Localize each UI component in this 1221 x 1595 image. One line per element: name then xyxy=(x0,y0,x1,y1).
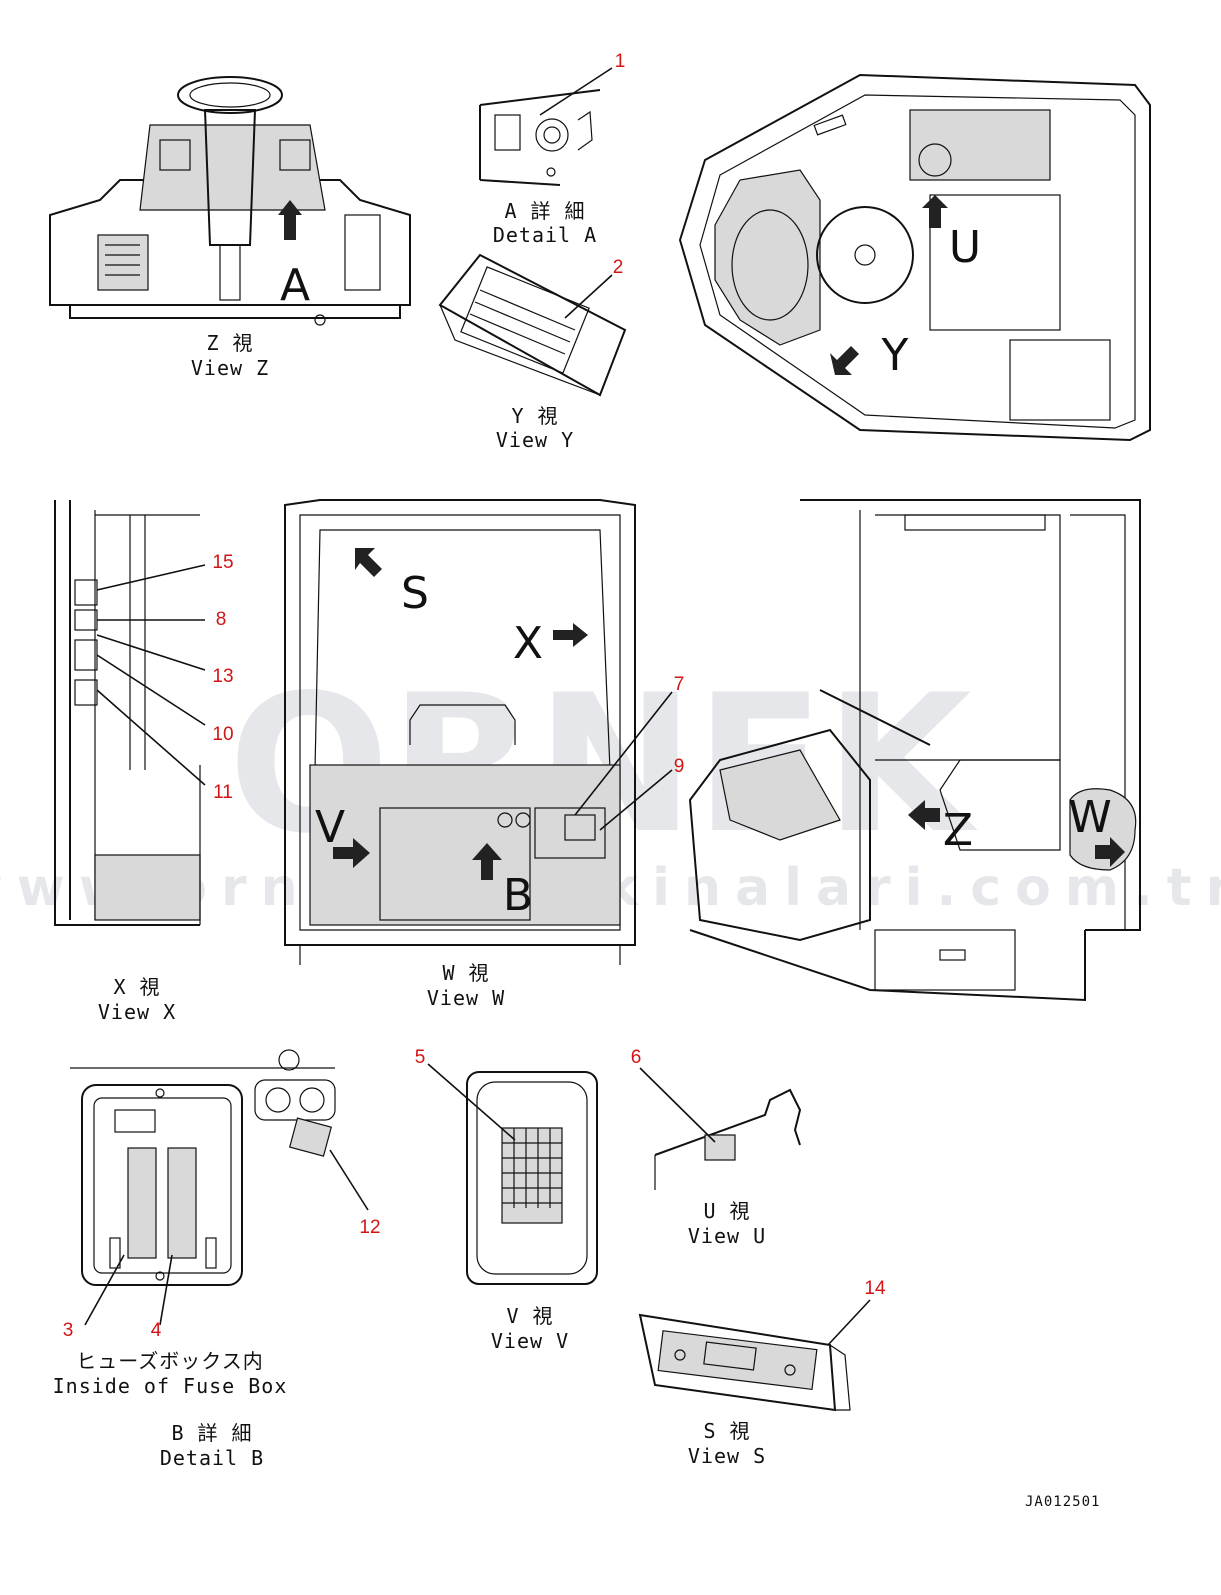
callout-7: 7 xyxy=(674,674,685,695)
callout-14: 14 xyxy=(864,1278,886,1299)
view-u-caption-en: View U xyxy=(688,1224,766,1248)
callout-11: 11 xyxy=(213,782,233,803)
view-s-caption-en: View S xyxy=(688,1444,766,1468)
view-y-caption-en: View Y xyxy=(496,428,574,452)
marker-v: V xyxy=(315,802,345,853)
cab-top-view-drawing xyxy=(678,73,1151,442)
detail-b-caption-en: Detail B xyxy=(160,1446,264,1470)
detail-b-caption-ja: B 詳 細 xyxy=(171,1421,252,1445)
callout-5: 5 xyxy=(415,1047,426,1068)
marker-y: Y xyxy=(881,330,909,381)
marker-w: W xyxy=(1068,792,1112,843)
cab-side-view-drawing xyxy=(688,499,1141,1002)
marker-z: Z xyxy=(943,805,973,856)
view-w-caption-en: View W xyxy=(427,986,505,1010)
view-z-caption-ja: Z 視 xyxy=(206,331,253,355)
callout-13: 13 xyxy=(212,666,233,687)
detail-a-drawing xyxy=(479,67,613,186)
marker-a: A xyxy=(280,260,310,311)
view-u-caption-ja: U 視 xyxy=(703,1199,750,1223)
view-x-caption-ja: X 視 xyxy=(113,975,160,999)
view-y-drawing xyxy=(438,253,627,397)
view-w-caption-ja: W 視 xyxy=(442,961,489,985)
drawing-code: JA012501 xyxy=(1025,1494,1100,1510)
marker-x: X xyxy=(513,618,543,669)
view-x-drawing xyxy=(54,500,206,926)
view-w-drawing xyxy=(284,499,673,965)
callout-3: 3 xyxy=(63,1320,74,1341)
view-s-caption-ja: S 視 xyxy=(703,1419,750,1443)
view-z-caption-en: View Z xyxy=(191,356,269,380)
callout-2: 2 xyxy=(613,257,624,278)
callout-1: 1 xyxy=(615,51,626,72)
detail-a-caption-en: Detail A xyxy=(493,223,597,247)
detail-b-sub-en: Inside of Fuse Box xyxy=(53,1374,288,1398)
callout-4: 4 xyxy=(151,1320,162,1341)
detail-b-drawing xyxy=(70,1049,369,1326)
view-z-drawing xyxy=(49,76,411,326)
callout-12: 12 xyxy=(359,1217,380,1238)
marker-b: B xyxy=(503,870,533,921)
marker-u: U xyxy=(949,222,981,273)
view-u-drawing xyxy=(639,1067,802,1190)
callout-10: 10 xyxy=(212,724,233,745)
view-x-caption-en: View X xyxy=(98,1000,176,1024)
detail-b-sub-ja: ヒューズボックス内 xyxy=(76,1349,263,1373)
callout-6: 6 xyxy=(631,1047,642,1068)
marker-s: S xyxy=(401,568,429,619)
callout-9: 9 xyxy=(674,756,685,777)
view-y-caption-ja: Y 視 xyxy=(511,404,558,428)
view-v-drawing xyxy=(427,1063,598,1285)
callout-15: 15 xyxy=(212,552,233,573)
view-v-caption-ja: V 視 xyxy=(506,1304,553,1328)
view-v-caption-en: View V xyxy=(491,1329,569,1353)
detail-a-caption-ja: A 詳 細 xyxy=(504,199,585,223)
callout-8: 8 xyxy=(216,609,227,630)
view-s-drawing xyxy=(638,1299,871,1412)
